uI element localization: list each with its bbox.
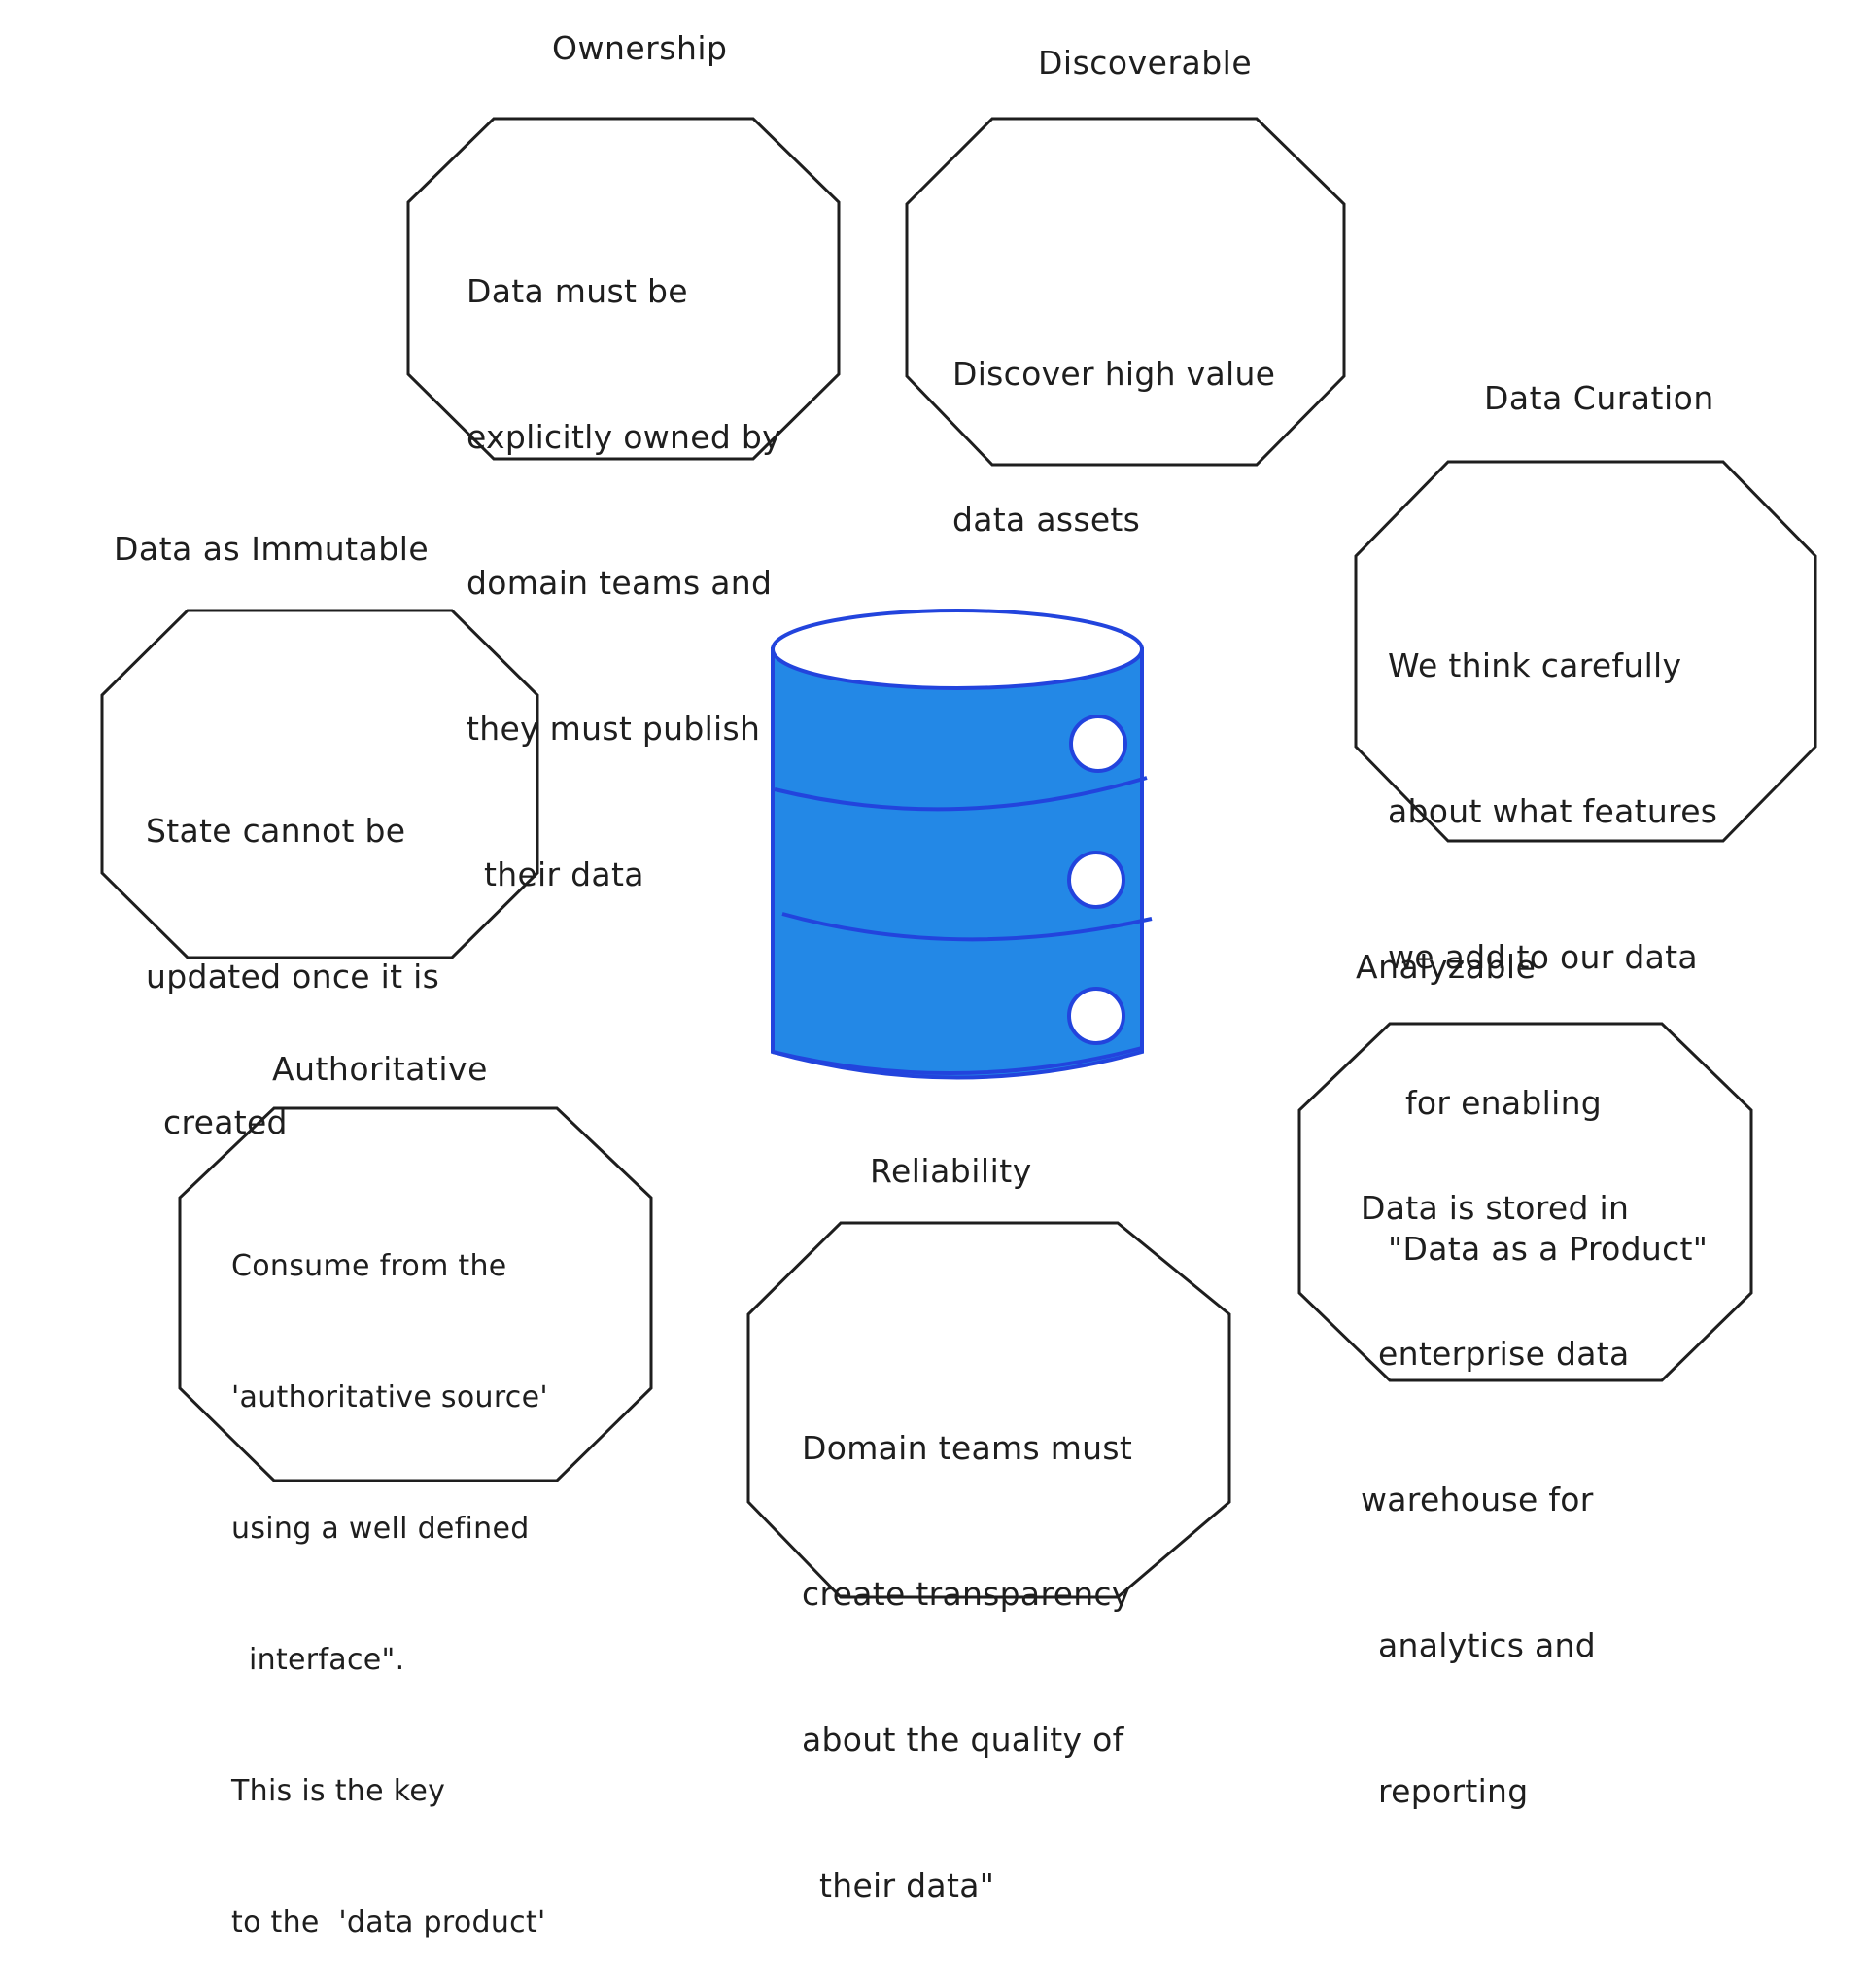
database-top: [771, 609, 1144, 690]
node-title-analyzable: Analyzable: [1356, 948, 1537, 986]
database-band-lower: [772, 1046, 1143, 1075]
database-divider-1: [774, 776, 1148, 812]
text-line: reporting: [1378, 1772, 1529, 1810]
text-line: analytics and: [1378, 1626, 1596, 1664]
text-line: about what features: [1388, 792, 1718, 830]
text-line: create transparency: [802, 1575, 1131, 1613]
node-text-authoritative: Consume from the 'authoritative source' …: [231, 1157, 548, 1988]
octagon-data-as-immutable: [100, 609, 539, 959]
octagon-ownership: [406, 117, 841, 461]
text-line: they must publish: [466, 710, 761, 748]
octagon-authoritative: [178, 1106, 653, 1482]
text-line: we add to our data: [1388, 938, 1698, 976]
node-text-data-as-immutable: State cannot be updated once it is creat…: [146, 710, 439, 1196]
node-title-authoritative: Authoritative: [272, 1050, 488, 1088]
node-text-ownership: Data must be explicitly owned by domain …: [466, 170, 781, 948]
text-line: Data is stored in: [1361, 1189, 1630, 1227]
diagram-canvas: [100, 117, 1817, 1599]
text-line: using a well defined: [231, 1512, 530, 1546]
text-line: Data must be: [466, 272, 688, 310]
text-line: interface".: [249, 1643, 405, 1677]
database-indicator-2: [1067, 851, 1125, 909]
text-line: Domain teams must: [802, 1429, 1133, 1467]
database-indicator-1: [1069, 715, 1127, 773]
text-line: domain teams and: [466, 564, 773, 602]
octagon-data-curation: [1354, 460, 1817, 843]
node-text-data-curation: We think carefully about what features w…: [1388, 544, 1717, 1322]
text-line: about the quality of: [802, 1721, 1124, 1759]
node-text-discoverable: Discover high value data assets: [952, 253, 1275, 593]
text-line: their data: [484, 855, 644, 893]
node-title-discoverable: Discoverable: [1038, 44, 1253, 82]
node-title-data-curation: Data Curation: [1484, 379, 1714, 417]
node-text-reliability: Domain teams must create transparency ab…: [802, 1327, 1132, 1959]
text-line: to the 'data product': [231, 1905, 546, 1939]
text-line: Discover high value: [952, 355, 1276, 393]
octagon-reliability: [746, 1221, 1231, 1599]
text-line: created: [163, 1103, 288, 1141]
text-line: State cannot be: [146, 812, 406, 850]
node-title-data-as-immutable: Data as Immutable: [114, 530, 430, 568]
octagon-analyzable: [1297, 1022, 1753, 1382]
text-line: their data": [819, 1866, 995, 1904]
text-line: for enabling: [1405, 1084, 1603, 1122]
text-line: warehouse for: [1361, 1481, 1594, 1518]
text-line: This is the key: [231, 1774, 446, 1808]
text-line: data assets: [952, 501, 1141, 539]
node-title-ownership: Ownership: [552, 29, 728, 67]
text-line: We think carefully: [1388, 646, 1682, 684]
text-line: enterprise data: [1378, 1335, 1630, 1373]
octagon-discoverable: [905, 117, 1346, 467]
database-indicator-3: [1067, 987, 1125, 1045]
node-title-reliability: Reliability: [870, 1152, 1032, 1190]
database-divider-2: [781, 912, 1153, 942]
text-line: explicitly owned by: [466, 418, 781, 456]
text-line: "Data as a Product": [1388, 1230, 1709, 1268]
database-icon: [771, 609, 1153, 1080]
text-line: 'authoritative source': [231, 1380, 548, 1414]
node-text-analyzable: Data is stored in enterprise data wareho…: [1361, 1087, 1630, 1865]
text-line: updated once it is: [146, 958, 440, 995]
text-line: Consume from the: [231, 1249, 507, 1283]
